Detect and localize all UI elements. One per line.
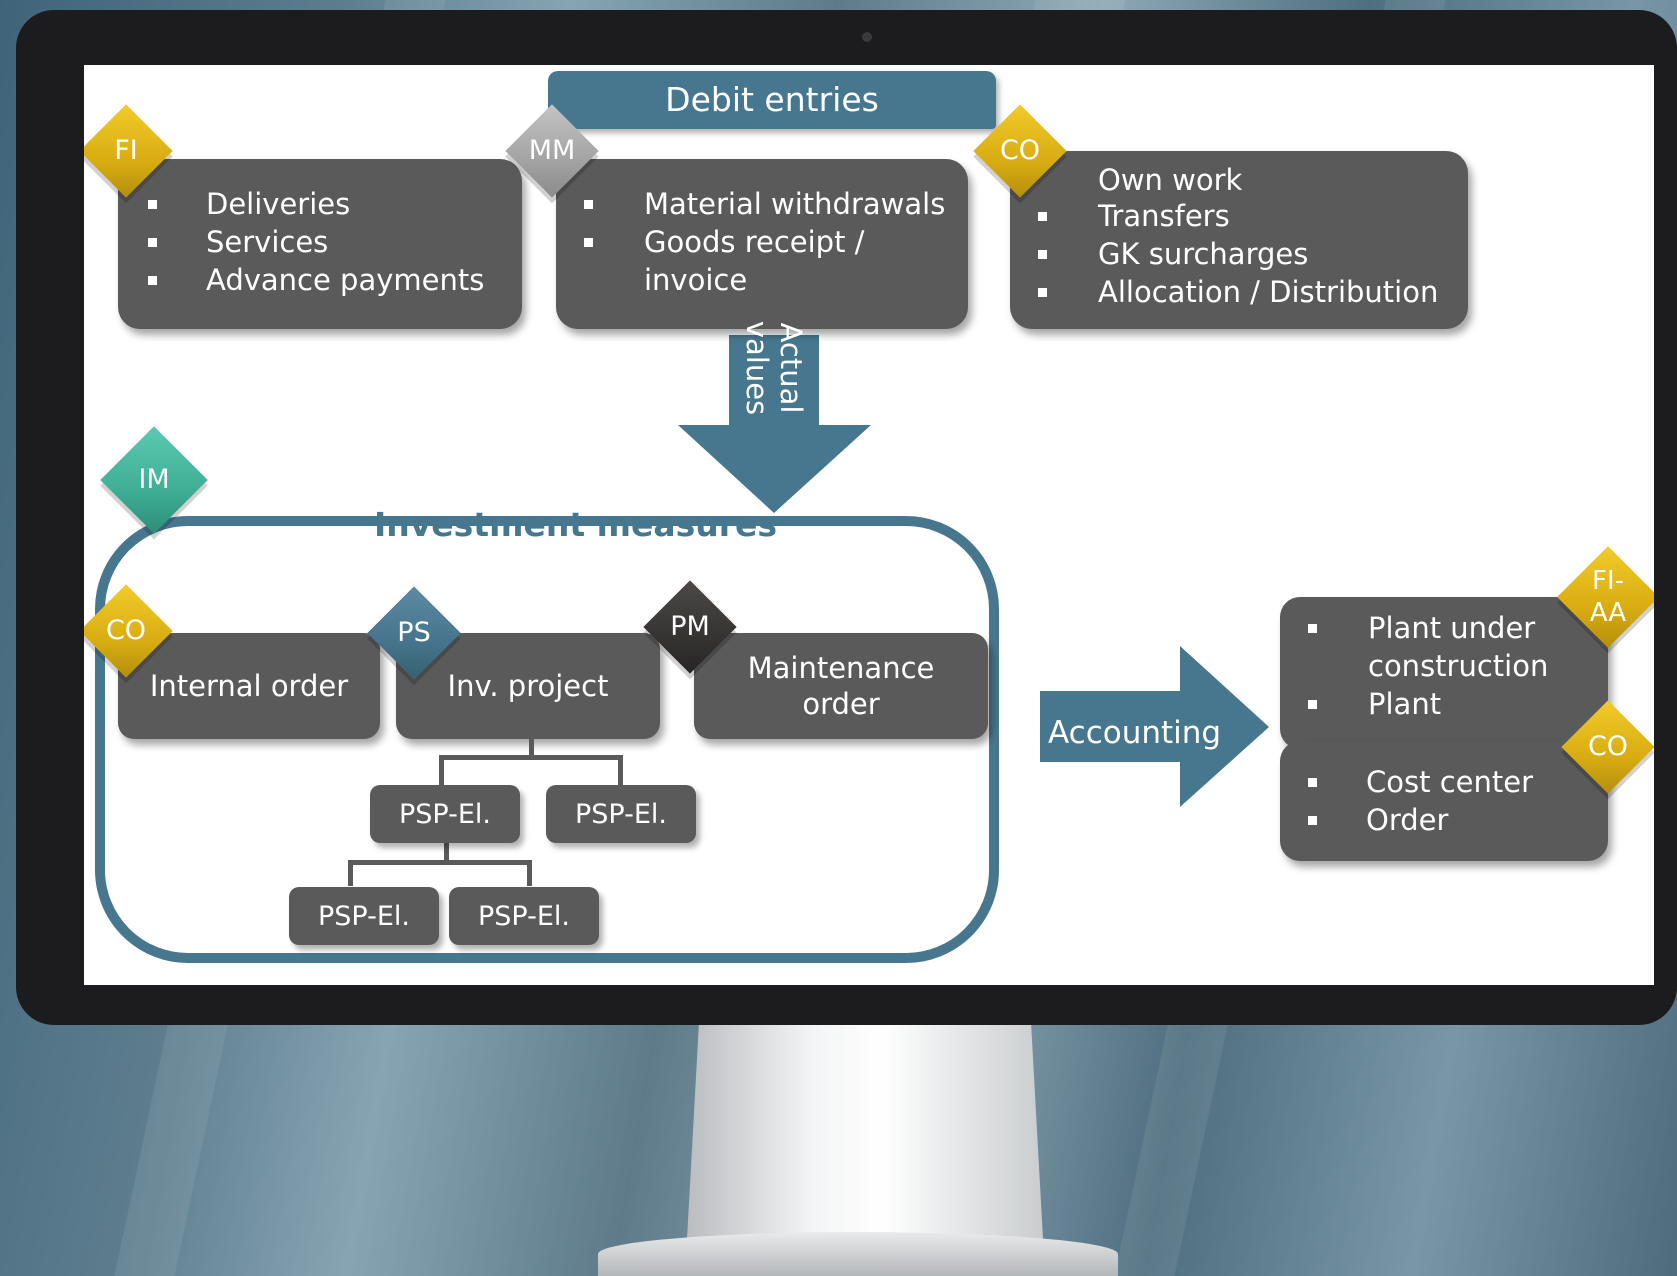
- fi-aa-badge: FI- AA: [1557, 546, 1654, 648]
- pm-badge: PM: [643, 580, 737, 674]
- co-internal-order-badge-label: CO: [105, 615, 147, 646]
- mm-item: invoice: [644, 263, 748, 297]
- bullet: [1038, 250, 1047, 259]
- diagram-shapes: [95, 335, 1269, 963]
- investment-frame: [95, 516, 999, 963]
- monitor-stand-neck: [685, 1015, 1045, 1275]
- fi-aa-item: Plant: [1368, 687, 1442, 721]
- investment-title: Investment measures: [374, 505, 778, 544]
- ps-badge-label: PS: [397, 617, 431, 648]
- monitor-bezel: Debit entries Deliveries Services Advanc…: [16, 10, 1677, 1025]
- bullet: [1308, 624, 1317, 633]
- fi-aa-badge-line1: FI-: [1591, 566, 1624, 596]
- bullet: [1038, 288, 1047, 297]
- fi-item: Deliveries: [206, 187, 351, 221]
- tree-connector: [444, 841, 449, 863]
- mm-source-box: Material withdrawals Goods receipt / inv…: [556, 159, 968, 329]
- fi-item: Advance payments: [206, 263, 485, 297]
- maintenance-order-box: Maintenance order: [694, 633, 988, 739]
- co-target-badge: CO: [1561, 700, 1654, 794]
- fi-aa-item: Plant under: [1368, 611, 1536, 645]
- bullet: [148, 200, 157, 209]
- co-target-badge-label: CO: [1587, 731, 1629, 762]
- bullet: [1308, 816, 1317, 825]
- psp-element: PSP-El.: [546, 785, 696, 843]
- fi-aa-badge-line2: AA: [1589, 598, 1627, 628]
- mm-badge: MM: [505, 104, 599, 198]
- bullet: [1308, 778, 1317, 787]
- co-source-badge: CO: [973, 104, 1067, 198]
- actual-values-line1: Actual: [774, 322, 808, 414]
- fi-badge: FI: [84, 104, 173, 198]
- tree-connector: [618, 755, 623, 785]
- mm-item: Goods receipt /: [644, 225, 865, 259]
- actual-values-arrow: [678, 335, 871, 513]
- monitor-screen: Debit entries Deliveries Services Advanc…: [84, 65, 1654, 985]
- co-item: Allocation / Distribution: [1098, 275, 1439, 309]
- fi-aa-badge-label: FI- AA: [1558, 547, 1654, 647]
- co-item: GK surcharges: [1098, 237, 1309, 271]
- fi-item: Services: [206, 225, 329, 259]
- internal-order-box: Internal order: [118, 633, 380, 739]
- actual-values-line2: values: [740, 320, 774, 416]
- debit-entries-title: Debit entries: [665, 80, 879, 119]
- debit-entries-header: Debit entries: [548, 71, 996, 129]
- bullet: [148, 238, 157, 247]
- mm-item: Material withdrawals: [644, 187, 946, 221]
- co-source-box: Own work Transfers GK surcharges Allocat…: [1010, 151, 1468, 329]
- fi-aa-item: construction: [1368, 649, 1549, 683]
- internal-order-label: Internal order: [149, 669, 349, 703]
- bullet: [1038, 212, 1047, 221]
- bullet: [1308, 700, 1317, 709]
- co-item: Transfers: [1098, 199, 1230, 233]
- camera-icon: [862, 32, 872, 42]
- bullet: [148, 276, 157, 285]
- ps-badge: PS: [367, 586, 461, 680]
- tree-connector: [348, 860, 353, 886]
- tree-connector: [529, 739, 534, 757]
- co-item: Own work: [1098, 163, 1243, 197]
- fi-aa-target-box: Plant under construction Plant: [1280, 597, 1608, 749]
- tree-connector: [439, 755, 623, 760]
- psp-element: PSP-El.: [289, 887, 439, 945]
- bullet: [584, 200, 593, 209]
- co-target-item: Order: [1366, 803, 1449, 837]
- psp-element: PSP-El.: [449, 887, 599, 945]
- fi-badge-label: FI: [114, 135, 138, 166]
- inv-project-label: Inv. project: [447, 669, 609, 703]
- maintenance-order-label: Maintenance order: [694, 633, 988, 739]
- accounting-label: Accounting: [1048, 715, 1222, 751]
- co-target-item: Cost center: [1366, 765, 1533, 799]
- maintenance-order-line2: order: [802, 687, 880, 721]
- tree-connector: [348, 860, 532, 865]
- pm-badge-label: PM: [670, 611, 710, 642]
- co-target-box: Cost center Order: [1280, 741, 1608, 861]
- monitor-stand-base: [598, 1232, 1118, 1276]
- maintenance-order-line1: Maintenance: [747, 651, 935, 685]
- tree-connector: [439, 755, 444, 785]
- co-source-badge-label: CO: [999, 135, 1041, 166]
- mm-badge-label: MM: [528, 135, 576, 166]
- bullet: [584, 238, 593, 247]
- co-internal-order-badge: CO: [84, 584, 173, 678]
- tree-connector: [527, 860, 532, 886]
- im-badge-label: IM: [138, 464, 170, 495]
- accounting-arrow: [1040, 646, 1269, 807]
- psp-element: PSP-El.: [370, 785, 520, 843]
- fi-source-box: Deliveries Services Advance payments: [118, 159, 522, 329]
- im-badge: IM: [100, 426, 208, 534]
